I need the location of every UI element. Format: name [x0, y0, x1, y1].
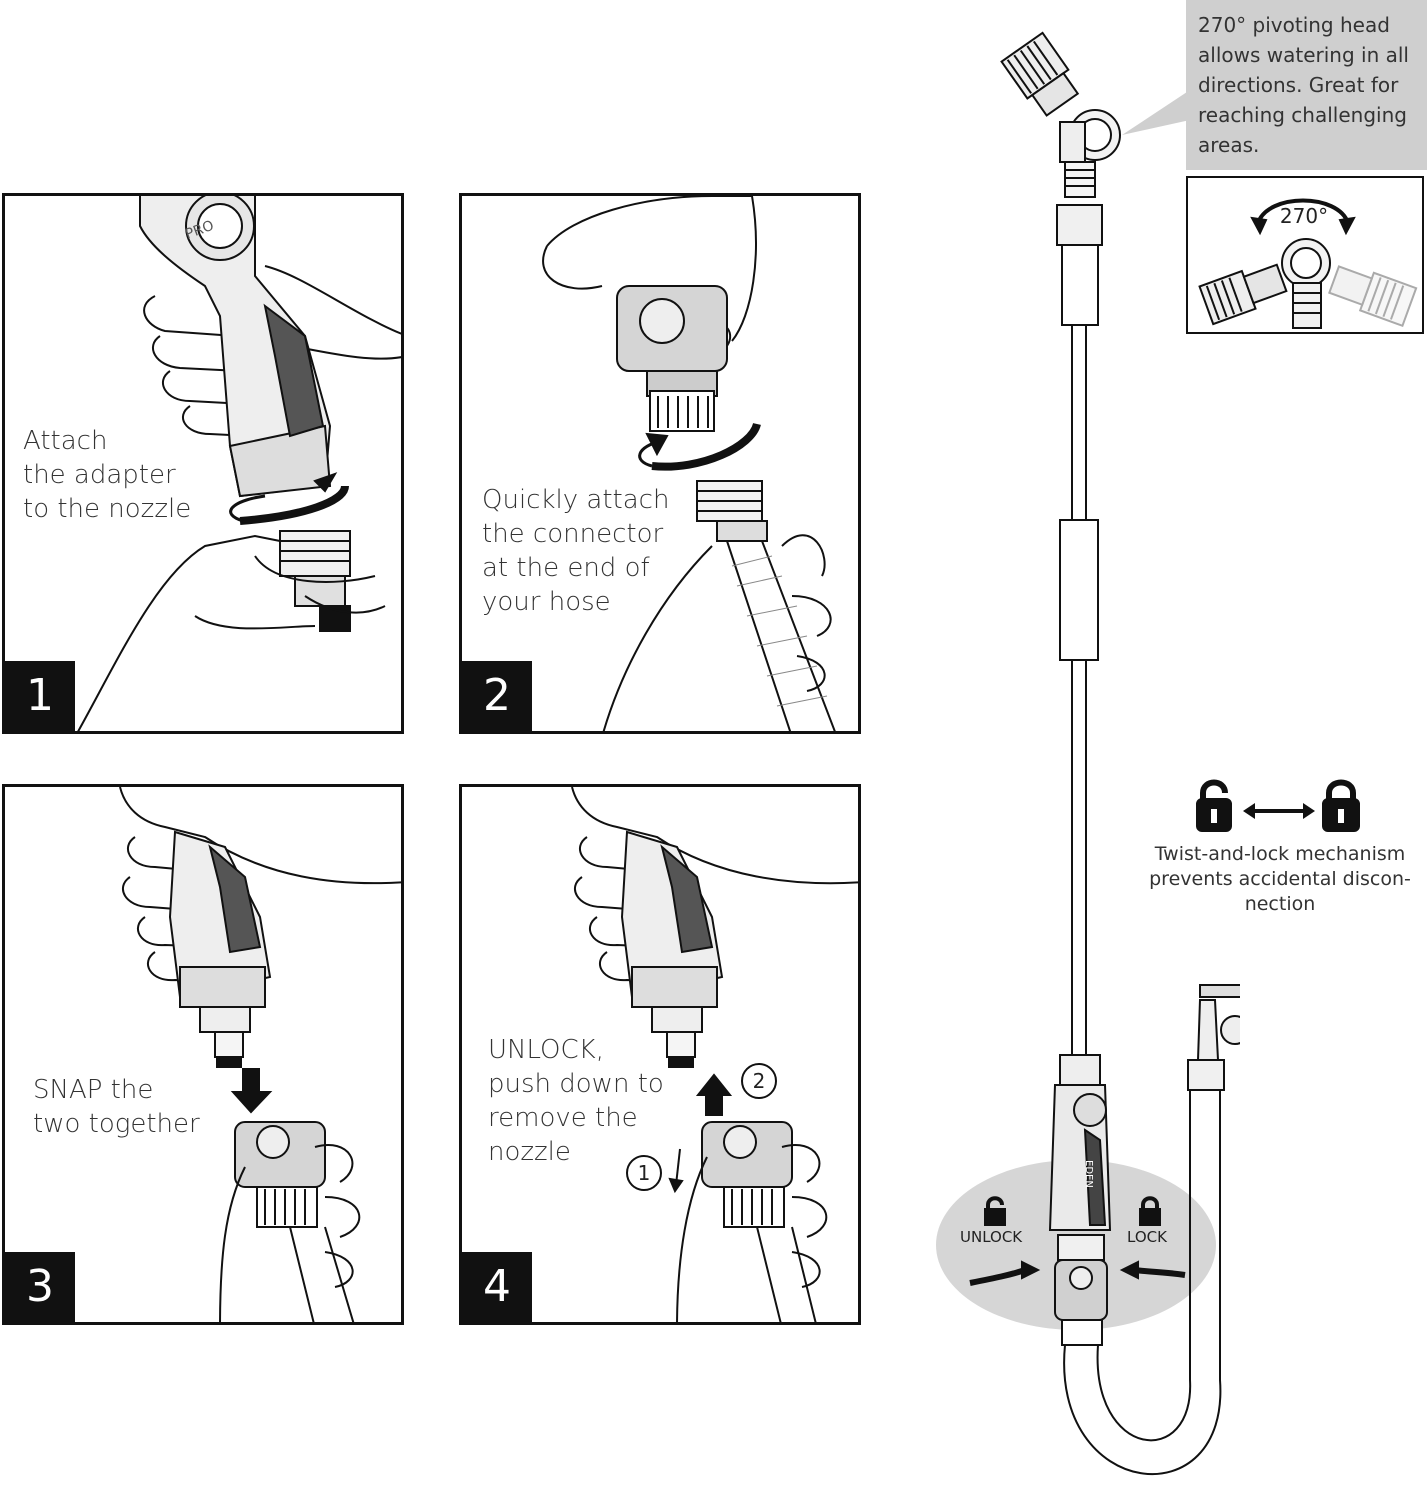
step-4-text: UNLOCK, push down to remove the nozzle — [488, 1035, 664, 1167]
pivot-inset: 270° — [1186, 176, 1424, 334]
double-arrow-icon — [1243, 803, 1315, 819]
step-3-illustration — [119, 787, 401, 1322]
step-4-illustration: 1 2 — [571, 787, 858, 1322]
step-2-number: 2 — [462, 661, 532, 731]
unlock-label: UNLOCK — [960, 1228, 1023, 1246]
lock-icon — [1139, 1196, 1161, 1226]
eden-brand: EDEN — [1083, 1160, 1094, 1188]
pivot-angle-label: 270° — [1280, 204, 1328, 228]
step-2-text: Quickly attach the connector at the end … — [482, 485, 670, 617]
step-1-number: 1 — [5, 661, 75, 731]
pivot-illustration: 270° — [1198, 198, 1418, 329]
step-3-panel: SNAP the two together 3 — [2, 784, 404, 1325]
twist-lock-text: Twist-and-lock mechanism prevents accide… — [1149, 843, 1411, 915]
unlock-icon — [984, 1196, 1006, 1226]
pivot-callout: 270° pivoting head allows watering in al… — [1186, 0, 1427, 170]
step-3-number: 3 — [5, 1252, 75, 1322]
lock-label: LOCK — [1127, 1228, 1167, 1246]
step-1-text: Attach the adapter to the nozzle — [23, 426, 192, 524]
step-3-text: SNAP the two together — [33, 1075, 200, 1139]
callout-pointer — [1122, 90, 1190, 135]
wand-illustration: EDEN — [936, 31, 1240, 1476]
step-2-panel: Quickly attach the connector at the end … — [459, 193, 861, 734]
step-4-panel: 1 2 UNLOCK, push down to remove the nozz… — [459, 784, 861, 1325]
step-2-illustration — [542, 196, 836, 731]
step-1-panel: PRO Attach the adapter to the nozzle 1 — [2, 193, 404, 734]
step-1-illustration: PRO — [77, 196, 401, 731]
step-4-number: 4 — [462, 1252, 532, 1322]
marker-2: 2 — [753, 1069, 766, 1093]
marker-1: 1 — [638, 1161, 651, 1185]
twist-lock-icons — [1196, 779, 1360, 832]
